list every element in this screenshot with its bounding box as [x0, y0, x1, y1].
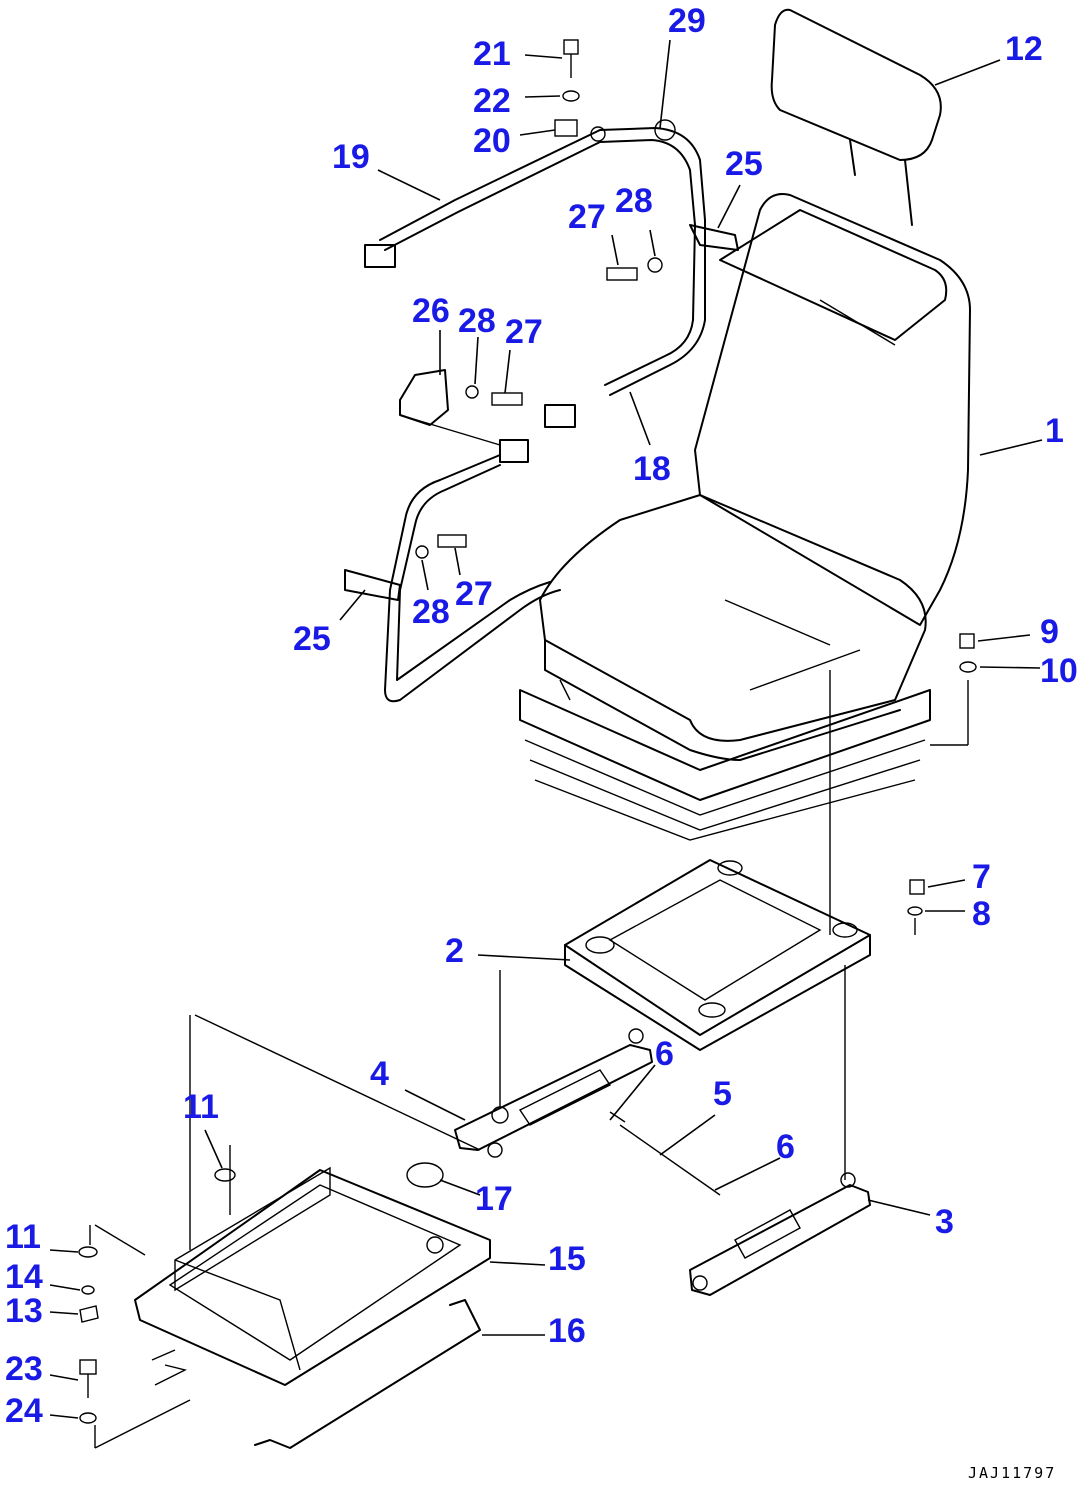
callout-18: 23: [5, 1350, 43, 1388]
callout-11-left: 11: [5, 1218, 41, 1256]
slide-rail-right: [689, 1172, 871, 1296]
headrest: [770, 8, 942, 226]
callout-27-top: 27: [568, 198, 606, 236]
adjust-lever: [151, 1299, 481, 1449]
callout-28-low: 28: [412, 593, 450, 631]
callout-20: 18: [633, 450, 671, 488]
callout-6-top: 6: [655, 1035, 674, 1073]
callout-17: 17: [475, 1180, 513, 1218]
callout-8: 8: [972, 895, 991, 933]
callout-15: 15: [548, 1240, 586, 1278]
callout-2: 2: [445, 932, 464, 970]
callout-23: 21: [473, 35, 511, 73]
hardware-right: [907, 633, 977, 935]
callout-25-low: 25: [293, 620, 331, 658]
callout-1: 1: [1045, 412, 1064, 450]
mounting-plate: [564, 670, 871, 1180]
callout-19: 24: [5, 1392, 43, 1430]
callout-24: 22: [473, 82, 511, 120]
seat-assembly: [519, 193, 971, 841]
callout-16: 16: [548, 1312, 586, 1350]
callout-11-top: 11: [183, 1088, 219, 1126]
callout-28-mid: 28: [458, 302, 496, 340]
callouts: 12 1 29 25 28 27 19 20 22 21 26 28 27 18…: [5, 2, 1078, 1430]
leader-lines: [49, 39, 1043, 1419]
callout-26: 26: [412, 292, 450, 330]
callout-22: 20: [473, 122, 511, 160]
callout-28-top: 28: [615, 182, 653, 220]
callout-7: 7: [972, 858, 991, 896]
hardware-left: [78, 1168, 236, 1449]
callout-10: 10: [1040, 652, 1078, 690]
callout-21: 19: [332, 138, 370, 176]
base-frame: [94, 1014, 491, 1386]
callout-12: 13: [5, 1292, 43, 1330]
callout-27-low: 27: [455, 575, 493, 613]
callout-9: 9: [1040, 613, 1059, 651]
slide-lever: [609, 1111, 721, 1196]
callout-3: 3: [935, 1203, 954, 1241]
callout-14: 12: [1005, 30, 1043, 68]
drawing-code: JAJ11797: [968, 1464, 1056, 1482]
callout-6-low: 6: [776, 1128, 795, 1166]
callout-27-mid: 27: [505, 313, 543, 351]
callout-25-top: 25: [725, 145, 763, 183]
callout-5: 5: [713, 1075, 732, 1113]
brackets: [344, 39, 739, 601]
callout-29: 29: [668, 2, 706, 40]
slide-rail-left: [454, 970, 653, 1158]
callout-13: 14: [5, 1258, 43, 1296]
callout-4: 4: [370, 1055, 389, 1093]
